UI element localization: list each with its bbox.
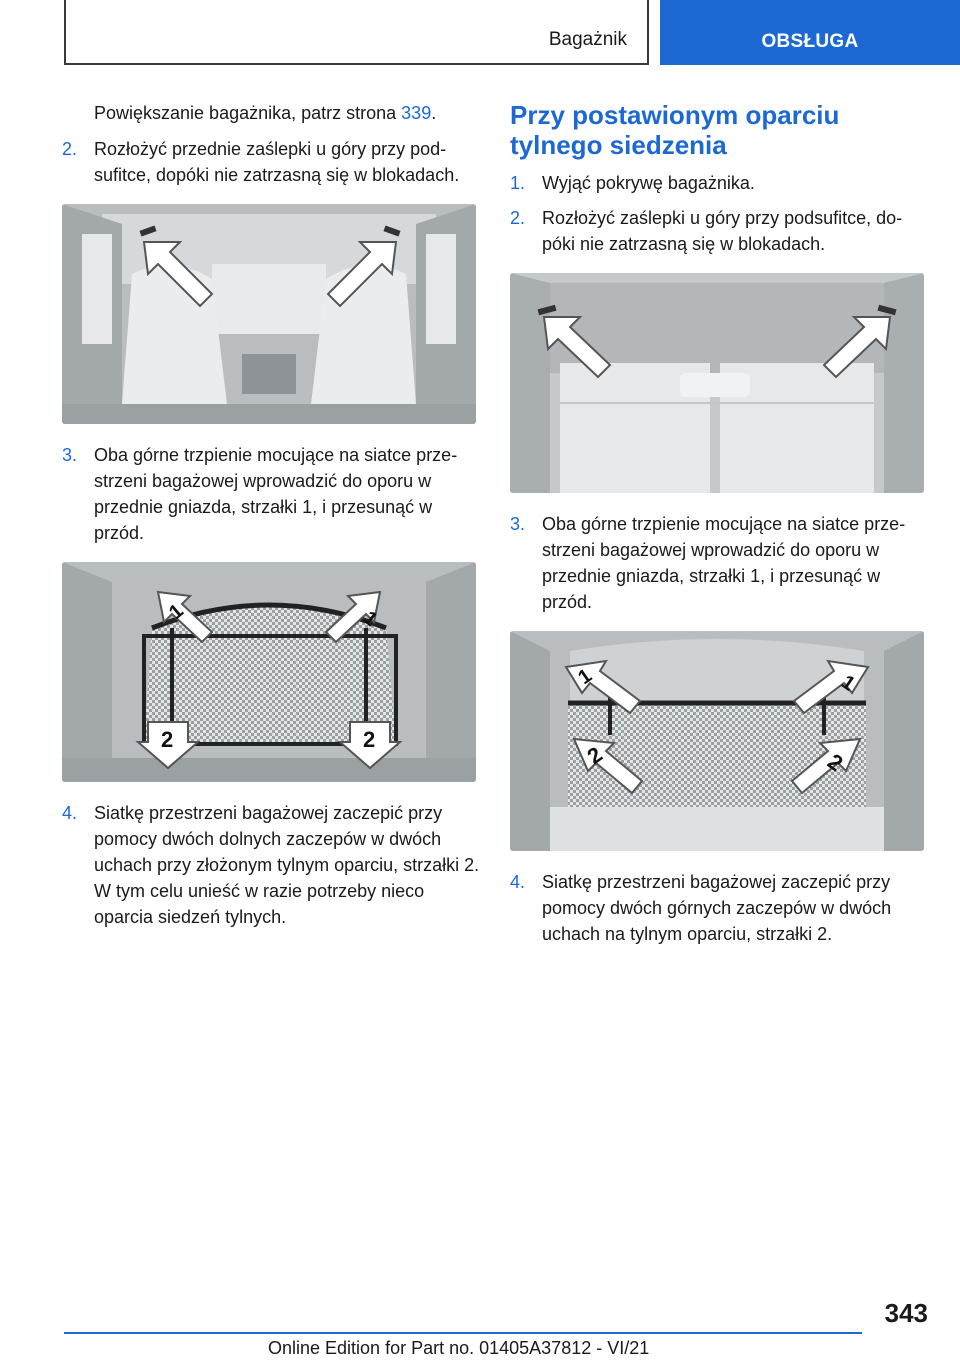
continuation-end: . (431, 103, 437, 123)
right-figure-ceiling-caps (510, 273, 924, 493)
left-step-2: 2. Rozłożyć przednie zaślepki u góry prz… (62, 136, 480, 188)
edition-text: Online Edition for Part no. 01405A37812 … (268, 1338, 650, 1358)
header-section-box: Bagażnik (64, 0, 649, 65)
continuation-paragraph: Powiększanie bagażnika, patrz strona 339… (62, 100, 480, 126)
footer-divider (64, 1332, 862, 1334)
net-photo-illustration: 1 1 2 2 (62, 562, 476, 782)
section-heading: Przy postawionym oparciu tylnego siedzen… (510, 100, 840, 160)
step-number: 3. (62, 445, 78, 465)
left-column: Powiększanie bagażnika, patrz strona 339… (62, 100, 480, 939)
arrow-label: 2 (161, 727, 173, 752)
page-number: 343 (884, 1298, 928, 1328)
step-number: 4. (510, 872, 526, 892)
step-text: Rozłożyć zaślepki u góry przy podsufitce… (542, 208, 903, 254)
right-step-1: 1. Wyjąć pokrywę bagażnika. (510, 170, 928, 196)
left-step-3: 3. Oba górne trzpienie mocujące na siatc… (62, 442, 480, 546)
chapter-tab[interactable]: OBSŁUGA (660, 0, 960, 65)
step-number: 1. (510, 173, 526, 193)
step-number: 2. (62, 139, 78, 159)
right-column: Przy postawionym oparciu tylnego siedzen… (510, 100, 928, 956)
step-text: Oba górne trzpienie mocujące na siatce p… (542, 514, 906, 612)
left-figure-net-mounting: 1 1 2 2 (62, 562, 476, 782)
page-link-339[interactable]: 339 (401, 103, 432, 123)
step-number: 3. (510, 514, 526, 534)
right-step-3: 3. Oba górne trzpienie mocujące na siatc… (510, 511, 928, 615)
arrow-label: 2 (363, 727, 375, 752)
section-title: Bagażnik (548, 29, 627, 50)
interior-photo-illustration (62, 204, 476, 424)
step-number: 4. (62, 803, 78, 823)
step-text: Oba górne trzpienie mocujące na siatce p… (94, 445, 458, 543)
step-text: Siatkę przestrzeni bagażowej zaczepić pr… (94, 803, 480, 927)
step-text: Siatkę przestrzeni bagażowej zaczepić pr… (542, 872, 892, 944)
left-step-4: 4. Siatkę przestrzeni bagażowej zaczepić… (62, 800, 480, 930)
continuation-text: Powiększanie bagażnika, patrz strona (94, 103, 402, 123)
step-text: Rozłożyć przednie zaślepki u góry przy p… (94, 139, 460, 185)
right-figure-net-mounting: 1 1 2 2 (510, 631, 924, 851)
right-step-4: 4. Siatkę przestrzeni bagażowej zaczepić… (510, 869, 928, 947)
chapter-tab-label: OBSŁUGA (761, 31, 859, 52)
net-photo-illustration: 1 1 2 2 (510, 631, 924, 851)
left-figure-ceiling-caps (62, 204, 476, 424)
step-text: Wyjąć pokrywę bagażnika. (542, 173, 755, 193)
step-number: 2. (510, 208, 526, 228)
interior-photo-illustration (510, 273, 924, 493)
right-step-2: 2. Rozłożyć zaślepki u góry przy podsufi… (510, 205, 928, 257)
